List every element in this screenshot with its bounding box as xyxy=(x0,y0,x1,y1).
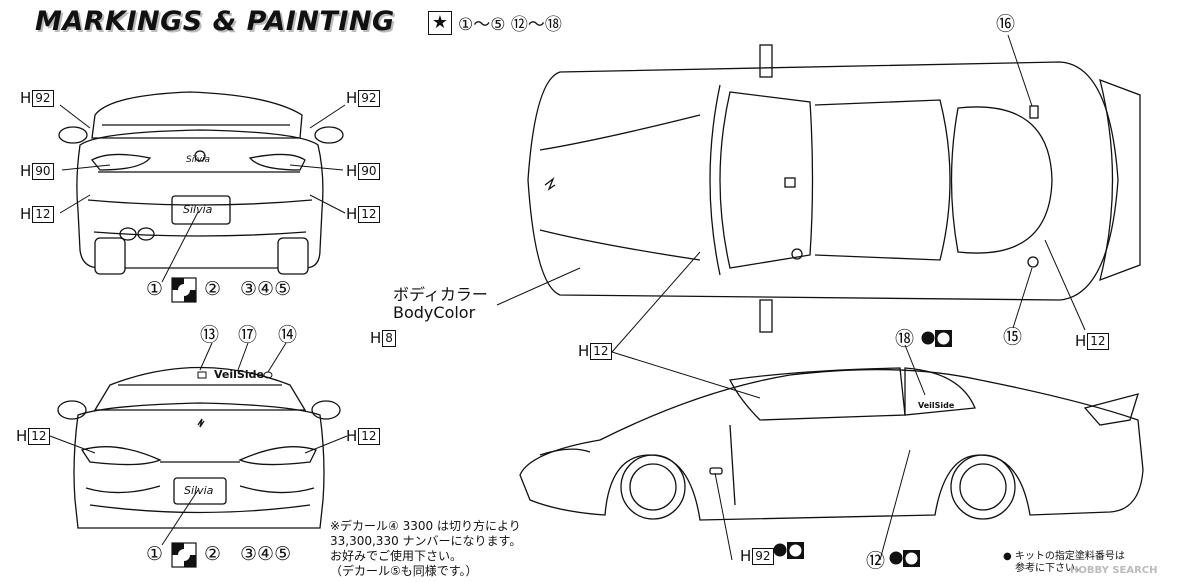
decal-13: ⑬ xyxy=(200,324,220,346)
paint-dots-icon xyxy=(889,550,920,567)
decal-16: ⑯ xyxy=(996,13,1016,35)
decal-15: ⑮ xyxy=(1003,326,1023,348)
rear-view-car xyxy=(58,91,344,275)
decal-18: ⑱ xyxy=(895,328,915,350)
front-plate-text: Silvia xyxy=(184,484,214,497)
decal-2-front: ② xyxy=(204,543,222,565)
body-color-en: BodyColor xyxy=(393,303,476,322)
front-view-car xyxy=(57,366,341,529)
legend-line: ● キットの指定塗料番号は xyxy=(1003,551,1125,562)
side-leader-lines xyxy=(611,251,926,561)
side-view-car xyxy=(519,367,1144,521)
paint-legend: ● キットの指定塗料番号は 参考に下さい。 xyxy=(1003,551,1125,575)
decal-2-rear: ② xyxy=(204,278,222,300)
decal-14-marker xyxy=(263,371,273,379)
decal-345-front: ③④⑤ xyxy=(240,543,292,565)
decal-12: ⑫ xyxy=(866,550,886,572)
decal-key: ★ ①～⑤ ⑫～⑱ xyxy=(428,10,562,35)
note-line: お好みでご使用下さい。 xyxy=(330,549,463,563)
page-title: MARKINGS & PAINTING xyxy=(35,6,395,37)
side-veilside-text: VeilSide xyxy=(918,401,955,410)
top-leader-lines xyxy=(496,34,1086,331)
rear-plate-text: Silvia xyxy=(183,203,213,216)
windshield-veilside-text: VeilSide xyxy=(214,368,264,381)
decal-13-marker xyxy=(197,371,207,379)
legend-line: 参考に下さい。 xyxy=(1015,563,1085,574)
decal-345-rear: ③④⑤ xyxy=(240,278,292,300)
decal-note: ※デカール④ 3300 は切り方により 33,300,330 ナンバーになります… xyxy=(330,519,521,579)
checker-icon xyxy=(171,277,197,303)
paint-dots-icon xyxy=(773,542,804,559)
front-leader-lines xyxy=(49,342,348,546)
decal-17: ⑰ xyxy=(238,324,258,346)
rear-leader-lines xyxy=(59,104,346,283)
decal-1-rear: ① xyxy=(146,278,164,300)
decal-14: ⑭ xyxy=(278,324,298,346)
checker-icon xyxy=(171,542,197,568)
note-line: 33,300,330 ナンバーになります。 xyxy=(330,534,522,548)
decal-ranges: ①～⑤ ⑫～⑱ xyxy=(458,15,562,35)
note-line: ※デカール④ 3300 は切り方により xyxy=(330,519,521,533)
rear-badge-text: Silvia xyxy=(186,155,211,165)
star-icon: ★ xyxy=(428,10,452,35)
top-view-car xyxy=(527,44,1141,333)
body-color-jp: ボディカラー xyxy=(393,285,488,304)
paint-dots-icon xyxy=(921,330,952,347)
note-line: （デカール⑤も同様です。） xyxy=(330,564,478,578)
watermark: HOBBY SEARCH xyxy=(1070,565,1158,576)
decal-1-front: ① xyxy=(146,543,164,565)
